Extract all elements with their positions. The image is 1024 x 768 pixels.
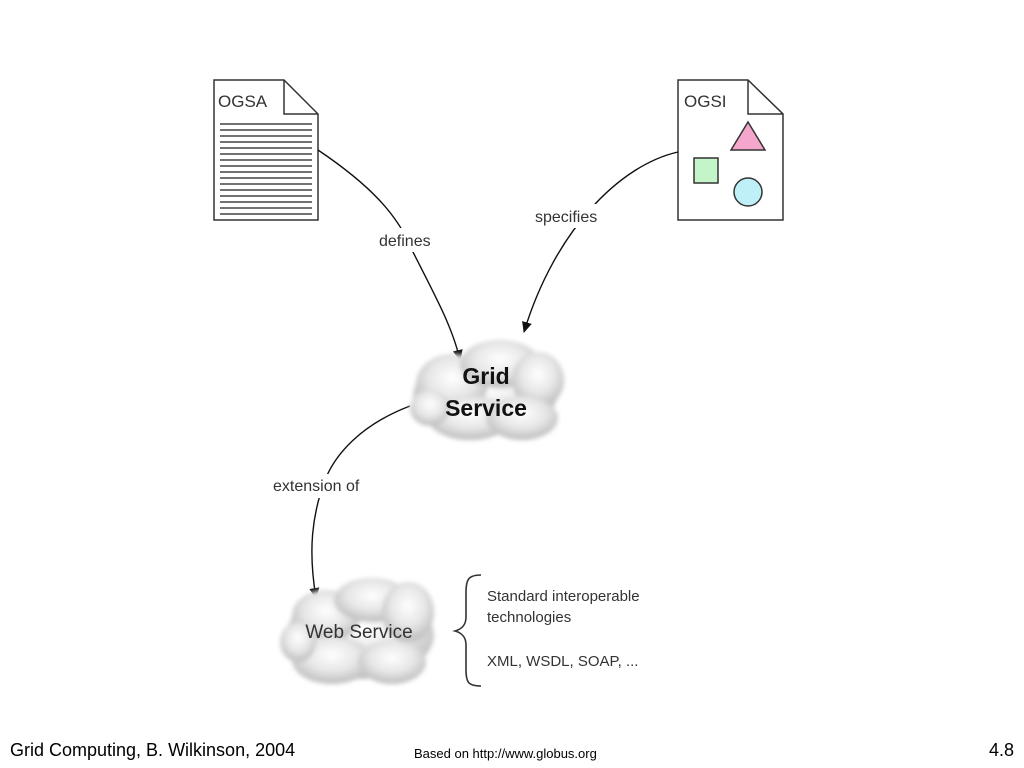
footer-slide-number: 4.8 [988,740,1014,760]
ogsi-document: OGSI [677,79,784,221]
grid-service-cloud: Grid Service [410,340,564,440]
edge-extension-of [309,405,411,599]
footer-source-credit: Based on http://www.globus.org [414,746,597,761]
square-shape [693,157,719,184]
edge-label-extension-of: extension of [273,478,360,495]
web-service-cloud: Web Service [280,578,434,684]
annotation-line3: XML, WSDL, SOAP, ... [487,653,638,670]
edge-label-defines: defines [379,233,431,250]
ogsa-document: OGSA [213,79,319,221]
grid-service-label-line2: Service [445,395,527,421]
annotation-line2: technologies [487,609,571,626]
annotation-line1: Standard interoperable [487,588,640,605]
edge-defines [317,149,463,361]
edge-specifies [522,151,679,333]
grid-service-label-line1: Grid [462,363,509,389]
triangle-shape [729,120,767,151]
footer-course-credit: Grid Computing, B. Wilkinson, 2004 [10,740,296,760]
ogsa-text-lines [220,123,312,215]
edge-label-specifies: specifies [535,209,597,226]
ogsi-label: OGSI [684,92,727,111]
curly-brace [452,574,482,687]
web-service-label: Web Service [305,622,412,643]
ogsa-label: OGSA [218,92,268,111]
circle-shape [733,177,763,207]
